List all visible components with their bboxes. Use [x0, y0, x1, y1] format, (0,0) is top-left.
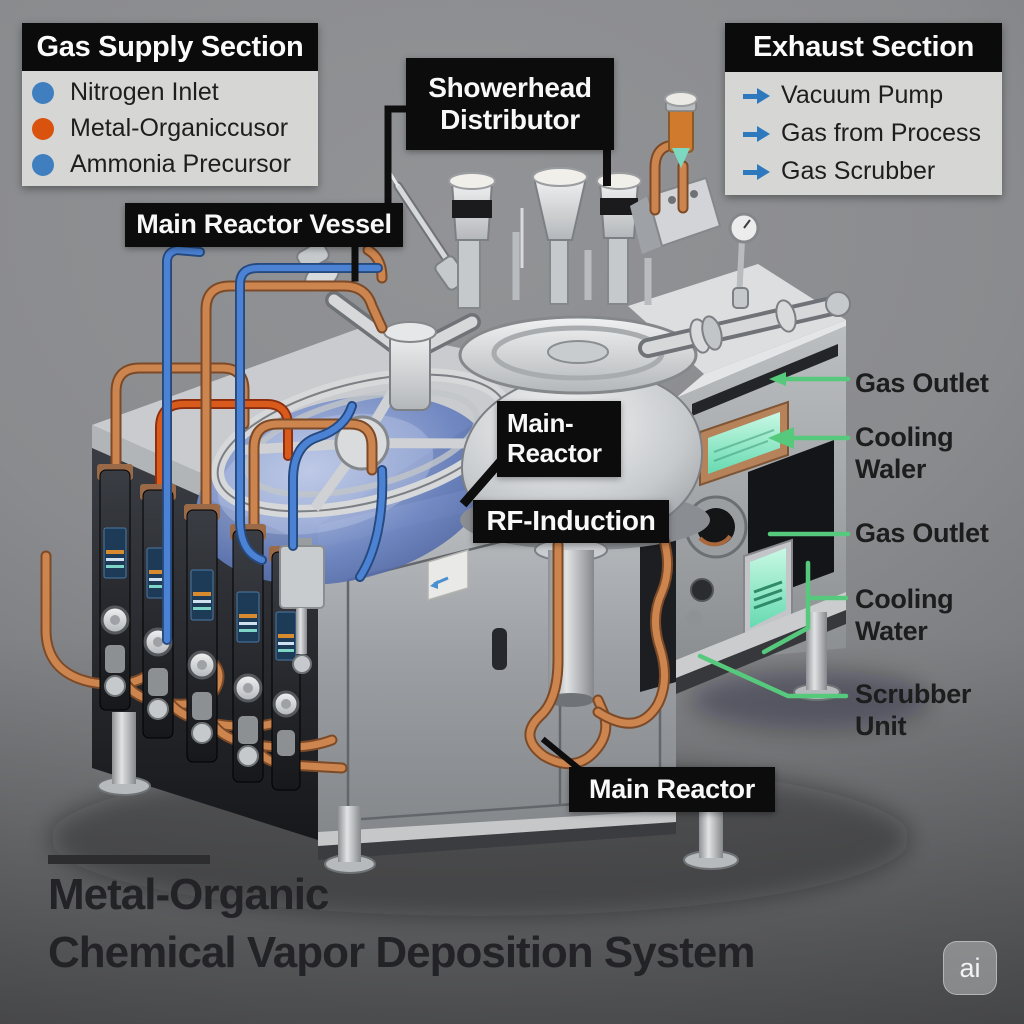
- side-label-line: Unit: [855, 711, 907, 741]
- dome-y-fitting: [296, 167, 481, 411]
- arrow-right-icon: [743, 87, 770, 105]
- callout-line: Reactor: [507, 438, 602, 468]
- callout-rf-induction: RF-Induction: [473, 500, 669, 543]
- side-label-line: Cooling: [855, 584, 954, 614]
- legend-item-label: Nitrogen Inlet: [70, 78, 219, 106]
- page-title: Metal-Organic Chemical Vapor Deposition …: [48, 866, 755, 982]
- callout-connectors: [351, 105, 611, 773]
- legend-item: Ammonia Precursor: [32, 150, 318, 179]
- side-label-line: Water: [855, 616, 928, 646]
- mfc-unit: [184, 504, 220, 763]
- legend-item-label: Gas from Process: [781, 119, 982, 147]
- callout-line: Main-: [507, 408, 574, 439]
- side-label-line: Scrubber: [855, 679, 972, 709]
- callout-line: RF-Induction: [486, 505, 656, 537]
- arrow-right-icon: [743, 163, 770, 181]
- side-label-scrubber-unit: Scrubber Unit: [855, 678, 971, 742]
- side-label-line: Gas Outlet: [855, 518, 989, 548]
- mfc-units: [97, 464, 325, 791]
- gas-supply-legend: Gas Supply Section Nitrogen Inlet Metal-…: [22, 23, 318, 186]
- callout-line: Showerhead: [428, 71, 592, 103]
- callout-line: Distributor: [440, 104, 580, 135]
- title-line1: Metal-Organic: [48, 870, 329, 919]
- mfc-unit: [97, 464, 133, 711]
- callout-showerhead-distributor: Showerhead Distributor: [406, 58, 614, 150]
- legend-item: Metal-Organiccusor: [32, 114, 318, 143]
- ai-watermark-text: ai: [959, 952, 981, 983]
- display-screen-lower: [743, 538, 793, 638]
- exhaust-pipe-run: [638, 291, 851, 358]
- door-card: [427, 548, 469, 602]
- dot-icon: [32, 153, 54, 176]
- callout-line: Main Reactor Vessel: [136, 209, 392, 240]
- callout-main-reactor-bottom: Main Reactor: [569, 767, 775, 812]
- side-label-line: Cooling: [855, 422, 954, 452]
- green-pointer-lines: [697, 372, 851, 699]
- legend-item: Gas from Process: [743, 119, 1002, 148]
- arrow-right-icon: [743, 125, 770, 143]
- callout-line: Main Reactor: [589, 773, 755, 804]
- title-underline-bar: [48, 855, 210, 864]
- pressure-gauge: [728, 212, 760, 309]
- side-label-cooling-water-mid: Cooling Waler: [855, 421, 954, 485]
- leg: [97, 712, 151, 796]
- legend-item-label: Gas Scrubber: [781, 157, 936, 185]
- ai-watermark-badge: ai: [943, 941, 997, 995]
- title-line2: Chemical Vapor Deposition System: [48, 928, 755, 977]
- side-label-gas-outlet-mid: Gas Outlet: [855, 517, 989, 549]
- legend-item-label: Metal-Organiccusor: [70, 114, 289, 142]
- junction-box: [279, 538, 325, 674]
- legend-item: Nitrogen Inlet: [32, 78, 318, 107]
- callout-main-reactor-mid: Main- Reactor: [497, 401, 621, 477]
- legend-item-label: Ammonia Precursor: [70, 150, 291, 178]
- side-label-line: Waler: [855, 454, 927, 484]
- legend-item: Gas Scrubber: [743, 157, 1002, 186]
- side-label-line: Gas Outlet: [855, 368, 989, 398]
- exhaust-legend: Exhaust Section Vacuum Pump Gas from Pro…: [725, 23, 1002, 195]
- junction-cube: [630, 176, 722, 254]
- door-handle: [492, 628, 507, 670]
- legend-item: Vacuum Pump: [743, 81, 1002, 110]
- leg: [324, 806, 376, 874]
- callout-main-reactor-vessel: Main Reactor Vessel: [125, 203, 403, 247]
- side-label-gas-outlet-top: Gas Outlet: [855, 367, 989, 399]
- legend-item-label: Vacuum Pump: [781, 81, 944, 109]
- dot-icon: [32, 117, 54, 140]
- dot-icon: [32, 81, 54, 104]
- side-label-cooling-water-low: Cooling Water: [855, 583, 954, 647]
- exhaust-legend-title: Exhaust Section: [725, 23, 1002, 72]
- lid-ports: [448, 167, 652, 309]
- gas-supply-legend-title: Gas Supply Section: [22, 23, 318, 71]
- precursor-vial: [664, 91, 698, 168]
